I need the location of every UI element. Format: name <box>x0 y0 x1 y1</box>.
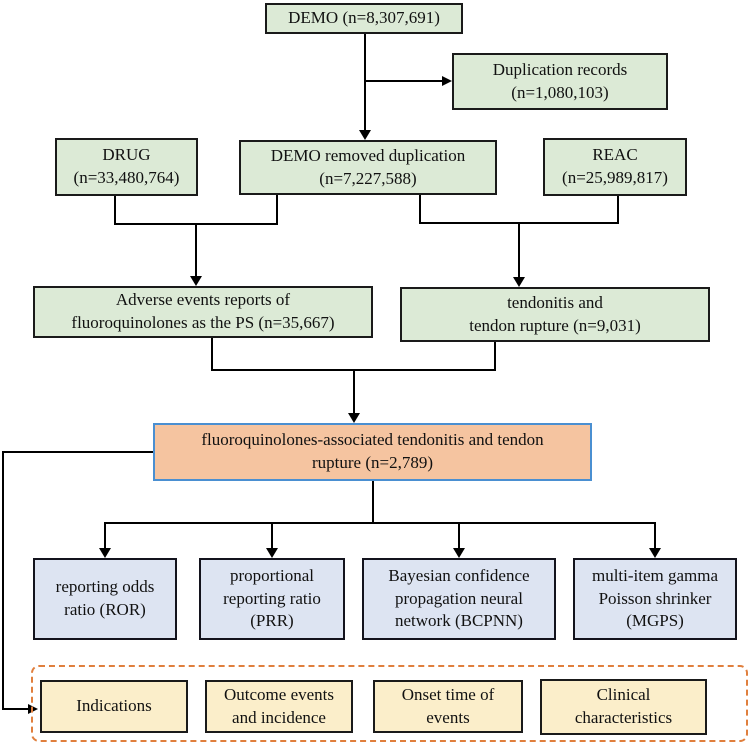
node-demo-removed-duplication: DEMO removed duplication (n=7,227,588) <box>239 140 497 195</box>
node-fq-associated: fluoroquinolones-associated tendonitis a… <box>153 423 592 481</box>
node-indications: Indications <box>40 680 188 733</box>
connector-to-ror <box>104 524 106 549</box>
arrowhead-into-prr <box>266 548 278 558</box>
node-demo: DEMO (n=8,307,691) <box>265 3 463 34</box>
arrowhead-into-fq <box>348 413 360 423</box>
connector-merge-right-bar <box>419 222 619 224</box>
arrowhead-into-tendonitis <box>513 277 525 287</box>
node-bcpnn: Bayesian confidence propagation neural n… <box>362 558 556 640</box>
node-drug: DRUG (n=33,480,764) <box>55 138 198 196</box>
arrowhead-into-ror <box>99 548 111 558</box>
connector-fq-down <box>372 481 374 524</box>
connector-to-prr <box>271 524 273 549</box>
node-prr: proportional reporting ratio (PRR) <box>199 558 345 640</box>
connector-tendonitis-down <box>494 342 496 371</box>
node-onset-time: Onset time of events <box>373 680 523 733</box>
arrowhead-into-mgps <box>649 548 661 558</box>
node-outcome-events: Outcome events and incidence <box>205 680 353 733</box>
connector-demo-to-duplication <box>364 80 443 82</box>
connector-to-mgps <box>654 524 656 549</box>
connector-removed-right-down <box>419 195 421 224</box>
node-mgps: multi-item gamma Poisson shrinker (MGPS) <box>573 558 737 640</box>
connector-fq-left <box>3 451 153 453</box>
arrowhead-into-duplication <box>442 76 452 86</box>
node-tendonitis: tendonitis and tendon rupture (n=9,031) <box>400 287 710 342</box>
connector-reac-down <box>617 196 619 224</box>
connector-to-fq <box>353 371 355 414</box>
connector-to-indications <box>2 708 29 710</box>
outcomes-dashed-frame <box>31 665 748 742</box>
connector-merge-left-bar <box>114 223 278 225</box>
node-duplication-records: Duplication records (n=1,080,103) <box>452 53 668 110</box>
arrowhead-into-demo-removed <box>359 130 371 140</box>
connector-demo-down <box>364 34 366 131</box>
arrowhead-into-adverse <box>190 276 202 286</box>
connector-merge-mid-bar <box>211 369 496 371</box>
node-ror: reporting odds ratio (ROR) <box>33 558 177 640</box>
node-adverse-events: Adverse events reports of fluoroquinolon… <box>33 286 373 338</box>
node-clinical-characteristics: Clinical characteristics <box>540 679 707 735</box>
arrowhead-into-bcpnn <box>453 548 465 558</box>
connector-drug-down <box>114 196 116 225</box>
connector-left-down <box>2 451 4 709</box>
connector-to-tendonitis <box>518 224 520 278</box>
node-reac: REAC (n=25,989,817) <box>543 138 687 196</box>
connector-removed-left-down <box>276 195 278 225</box>
connector-to-adverse <box>195 225 197 277</box>
connector-methods-bar <box>104 522 656 524</box>
connector-to-bcpnn <box>458 524 460 549</box>
connector-adverse-down <box>211 338 213 371</box>
arrowhead-into-indications <box>28 704 38 714</box>
